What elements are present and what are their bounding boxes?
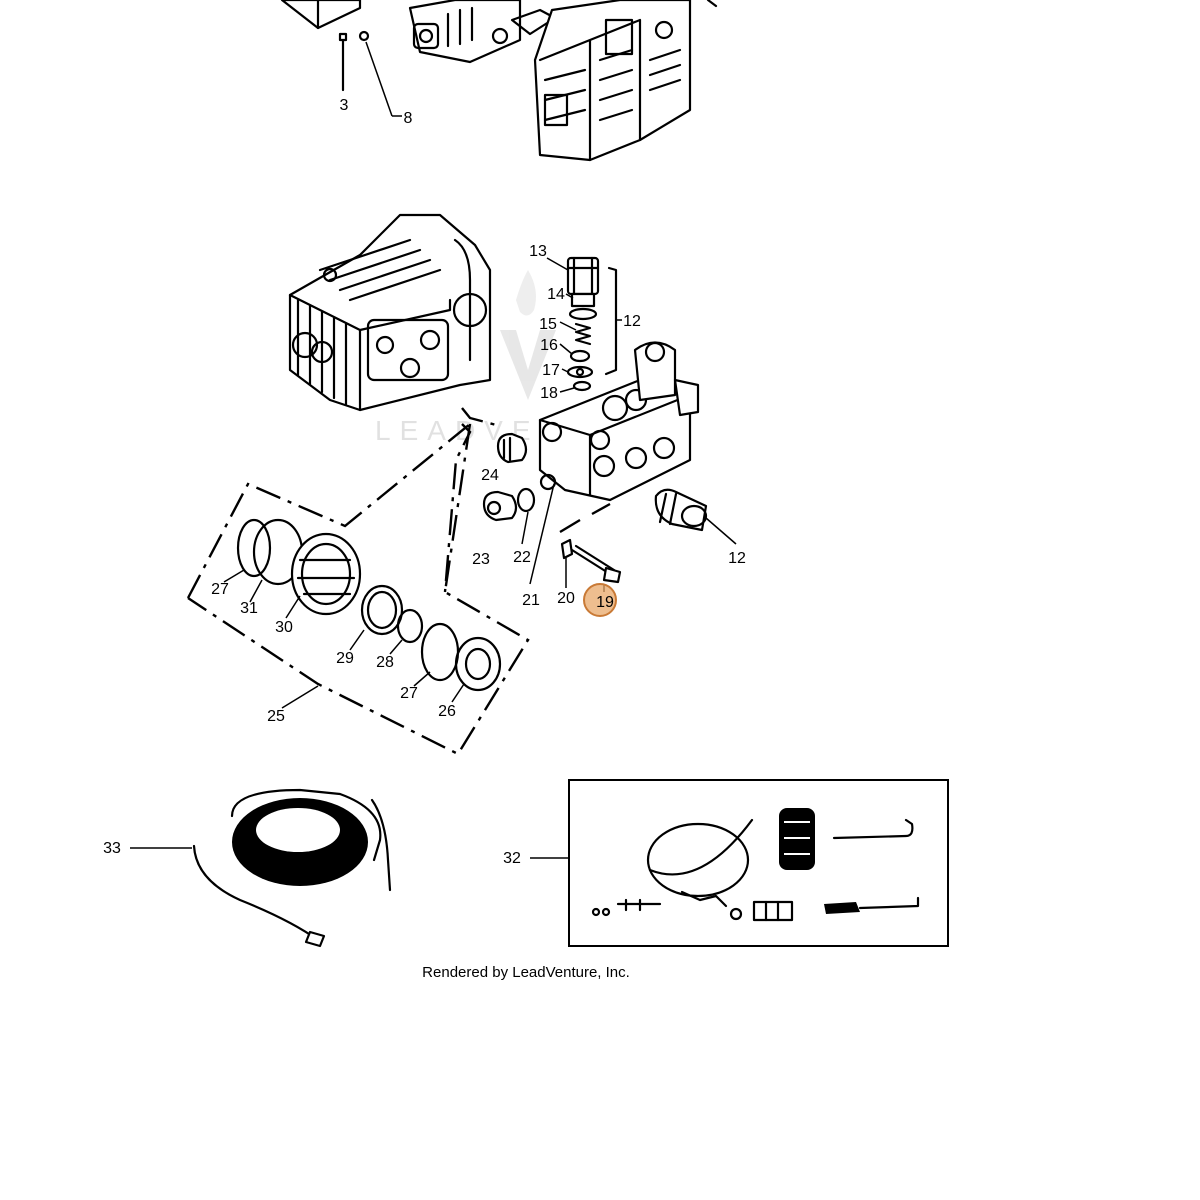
callout-32[interactable]: 32 xyxy=(503,850,521,867)
accessory-kit-parts xyxy=(591,808,920,922)
o-ring-22 xyxy=(516,487,536,513)
valve-12 xyxy=(654,488,708,532)
callout-27-lower[interactable]: 27 xyxy=(400,685,418,702)
callout-21[interactable]: 21 xyxy=(522,592,540,609)
pump-crankcase xyxy=(288,213,492,412)
seal-kit-parts xyxy=(236,518,502,692)
callout-25[interactable]: 25 xyxy=(267,708,285,725)
callout-8: 8 xyxy=(404,110,413,127)
callout-3: 3 xyxy=(340,97,349,114)
plug-24 xyxy=(496,432,528,464)
unloader-valve-stack xyxy=(566,256,622,392)
callout-20[interactable]: 20 xyxy=(557,590,575,607)
top-assembly: 3 8 xyxy=(280,0,718,162)
callout-16[interactable]: 16 xyxy=(540,337,558,354)
pump-manifold xyxy=(538,341,700,502)
leadventure-watermark-logo xyxy=(500,270,556,400)
callout-18[interactable]: 18 xyxy=(540,385,558,402)
callout-12[interactable]: 12 xyxy=(623,313,641,330)
credit-text: Rendered by LeadVenture, Inc. xyxy=(422,964,630,981)
washer-20 xyxy=(560,538,574,560)
accessory-kit-frame xyxy=(568,779,949,947)
callout-14[interactable]: 14 xyxy=(547,286,565,303)
callout-30[interactable]: 30 xyxy=(275,619,293,636)
callout-17[interactable]: 17 xyxy=(542,362,560,379)
callout-24[interactable]: 24 xyxy=(481,467,499,484)
callout-27[interactable]: 27 xyxy=(211,581,229,598)
callout-33[interactable]: 33 xyxy=(103,840,121,857)
callout-19[interactable]: 19 xyxy=(596,594,614,611)
callout-28[interactable]: 28 xyxy=(376,654,394,671)
callout-29[interactable]: 29 xyxy=(336,650,354,667)
seal-kit-frame xyxy=(186,423,530,756)
callout-23[interactable]: 23 xyxy=(472,551,490,568)
plug-23 xyxy=(482,490,518,522)
callout-22[interactable]: 22 xyxy=(513,549,531,566)
callout-15[interactable]: 15 xyxy=(539,316,557,333)
callout-12-right[interactable]: 12 xyxy=(728,550,746,567)
callout-26[interactable]: 26 xyxy=(438,703,456,720)
callout-13[interactable]: 13 xyxy=(529,243,547,260)
highlight-marker[interactable] xyxy=(583,583,617,617)
callout-31[interactable]: 31 xyxy=(240,600,258,617)
bolt-19 xyxy=(570,544,622,584)
high-pressure-hose-33 xyxy=(192,788,392,948)
